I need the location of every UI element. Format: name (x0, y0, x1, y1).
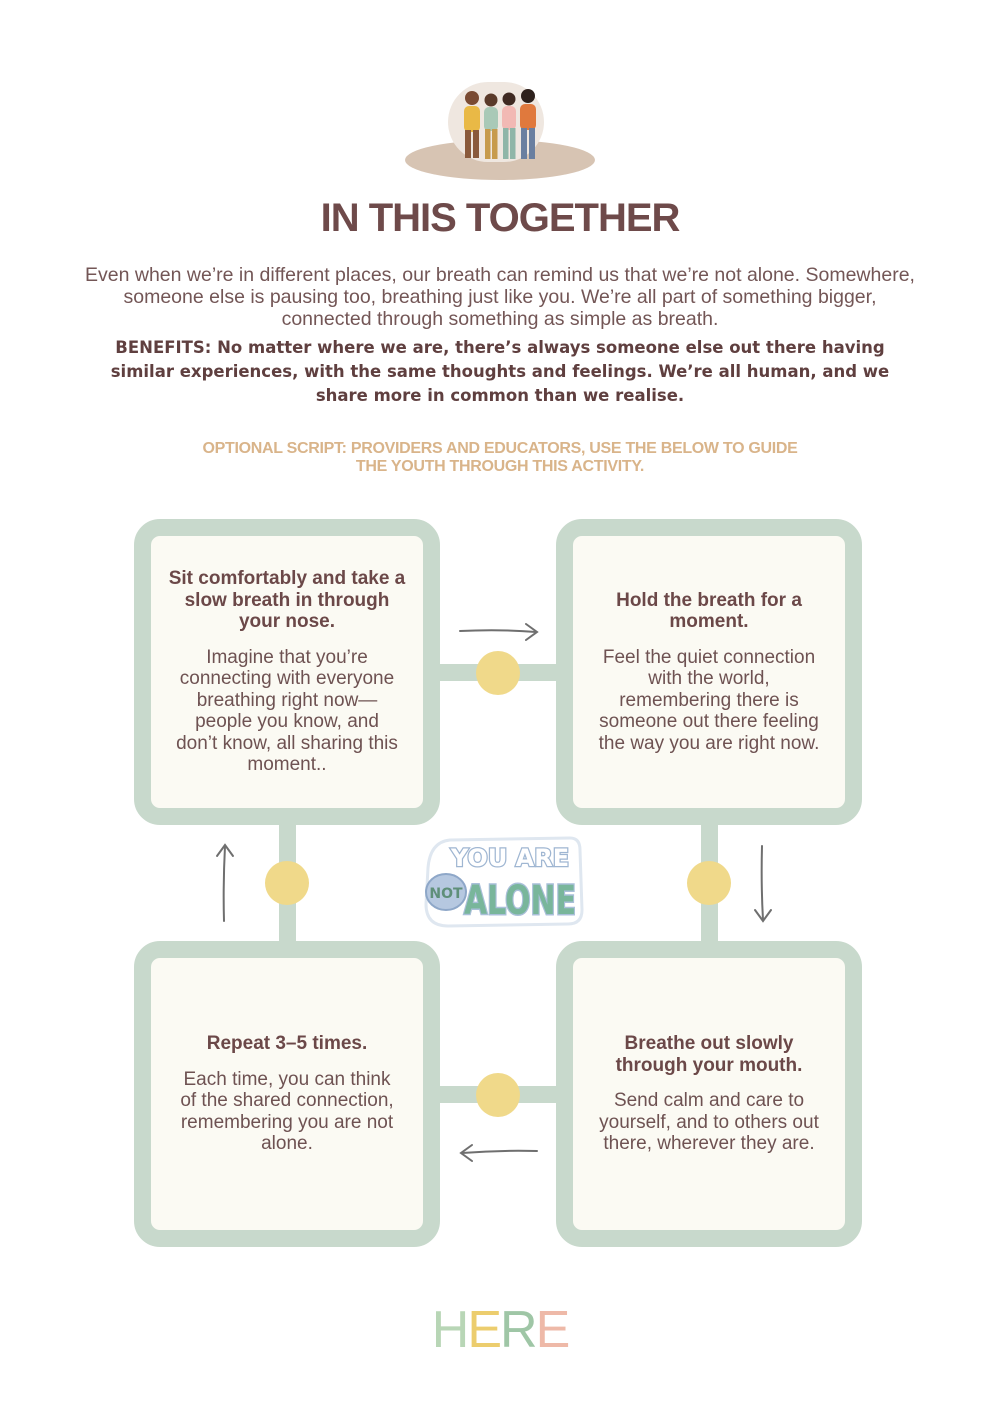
connector-bottom (440, 1086, 560, 1103)
logo-letter: R (500, 1301, 538, 1359)
step-body: Feel the quiet connection with the world… (598, 646, 820, 754)
sticker-small: NOT (429, 886, 463, 902)
sticker-line2: ALONE (464, 878, 576, 924)
sticker-line1: YOU ARE (450, 844, 569, 872)
connector-left (279, 820, 296, 945)
benefits-paragraph: BENEFITS: No matter where we are, there’… (110, 338, 890, 405)
connector-dot-right (687, 861, 731, 905)
arrow-up-icon (216, 843, 234, 922)
step-body: Imagine that you’re connecting with ever… (176, 646, 398, 776)
step-box-hold: Hold the breath for a moment. Feel the q… (556, 519, 862, 825)
step-box-repeat: Repeat 3–5 times. Each time, you can thi… (134, 941, 440, 1247)
connector-dot-bottom (476, 1073, 520, 1117)
connector-dot-top (476, 651, 520, 695)
connector-right (701, 820, 718, 945)
step-heading: Hold the breath for a moment. (616, 589, 802, 633)
step-body: Each time, you can think of the shared c… (180, 1068, 394, 1155)
here-logo: HERE (0, 1300, 1000, 1360)
connector-top (440, 664, 560, 681)
page-title: IN THIS TOGETHER (320, 196, 681, 240)
logo-letter: H (431, 1301, 470, 1359)
step-body: Send calm and care to yourself, and to o… (599, 1090, 819, 1155)
connector-dot-left (265, 861, 309, 905)
arrow-down-icon (754, 845, 772, 923)
arrow-left-icon (459, 1144, 538, 1162)
logo-letter: E (467, 1301, 502, 1359)
logo-letter: E (535, 1301, 571, 1359)
step-box-breathe-out: Breathe out slowly through your mouth. S… (556, 941, 862, 1247)
optional-script-note: OPTIONAL SCRIPT: PROVIDERS AND EDUCATORS… (202, 440, 798, 475)
step-box-breathe-in: Sit comfortably and take a slow breath i… (134, 519, 440, 825)
step-heading: Breathe out slowly through your mouth. (615, 1033, 803, 1076)
step-heading: Repeat 3–5 times. (206, 1033, 368, 1055)
step-heading: Sit comfortably and take a slow breath i… (168, 568, 406, 633)
arrow-right-icon (459, 623, 539, 641)
intro-paragraph: Even when we’re in different places, our… (85, 264, 915, 330)
friends-illustration (405, 82, 595, 180)
you-are-not-alone-sticker: YOU ARE NOT ALONE (424, 836, 584, 928)
